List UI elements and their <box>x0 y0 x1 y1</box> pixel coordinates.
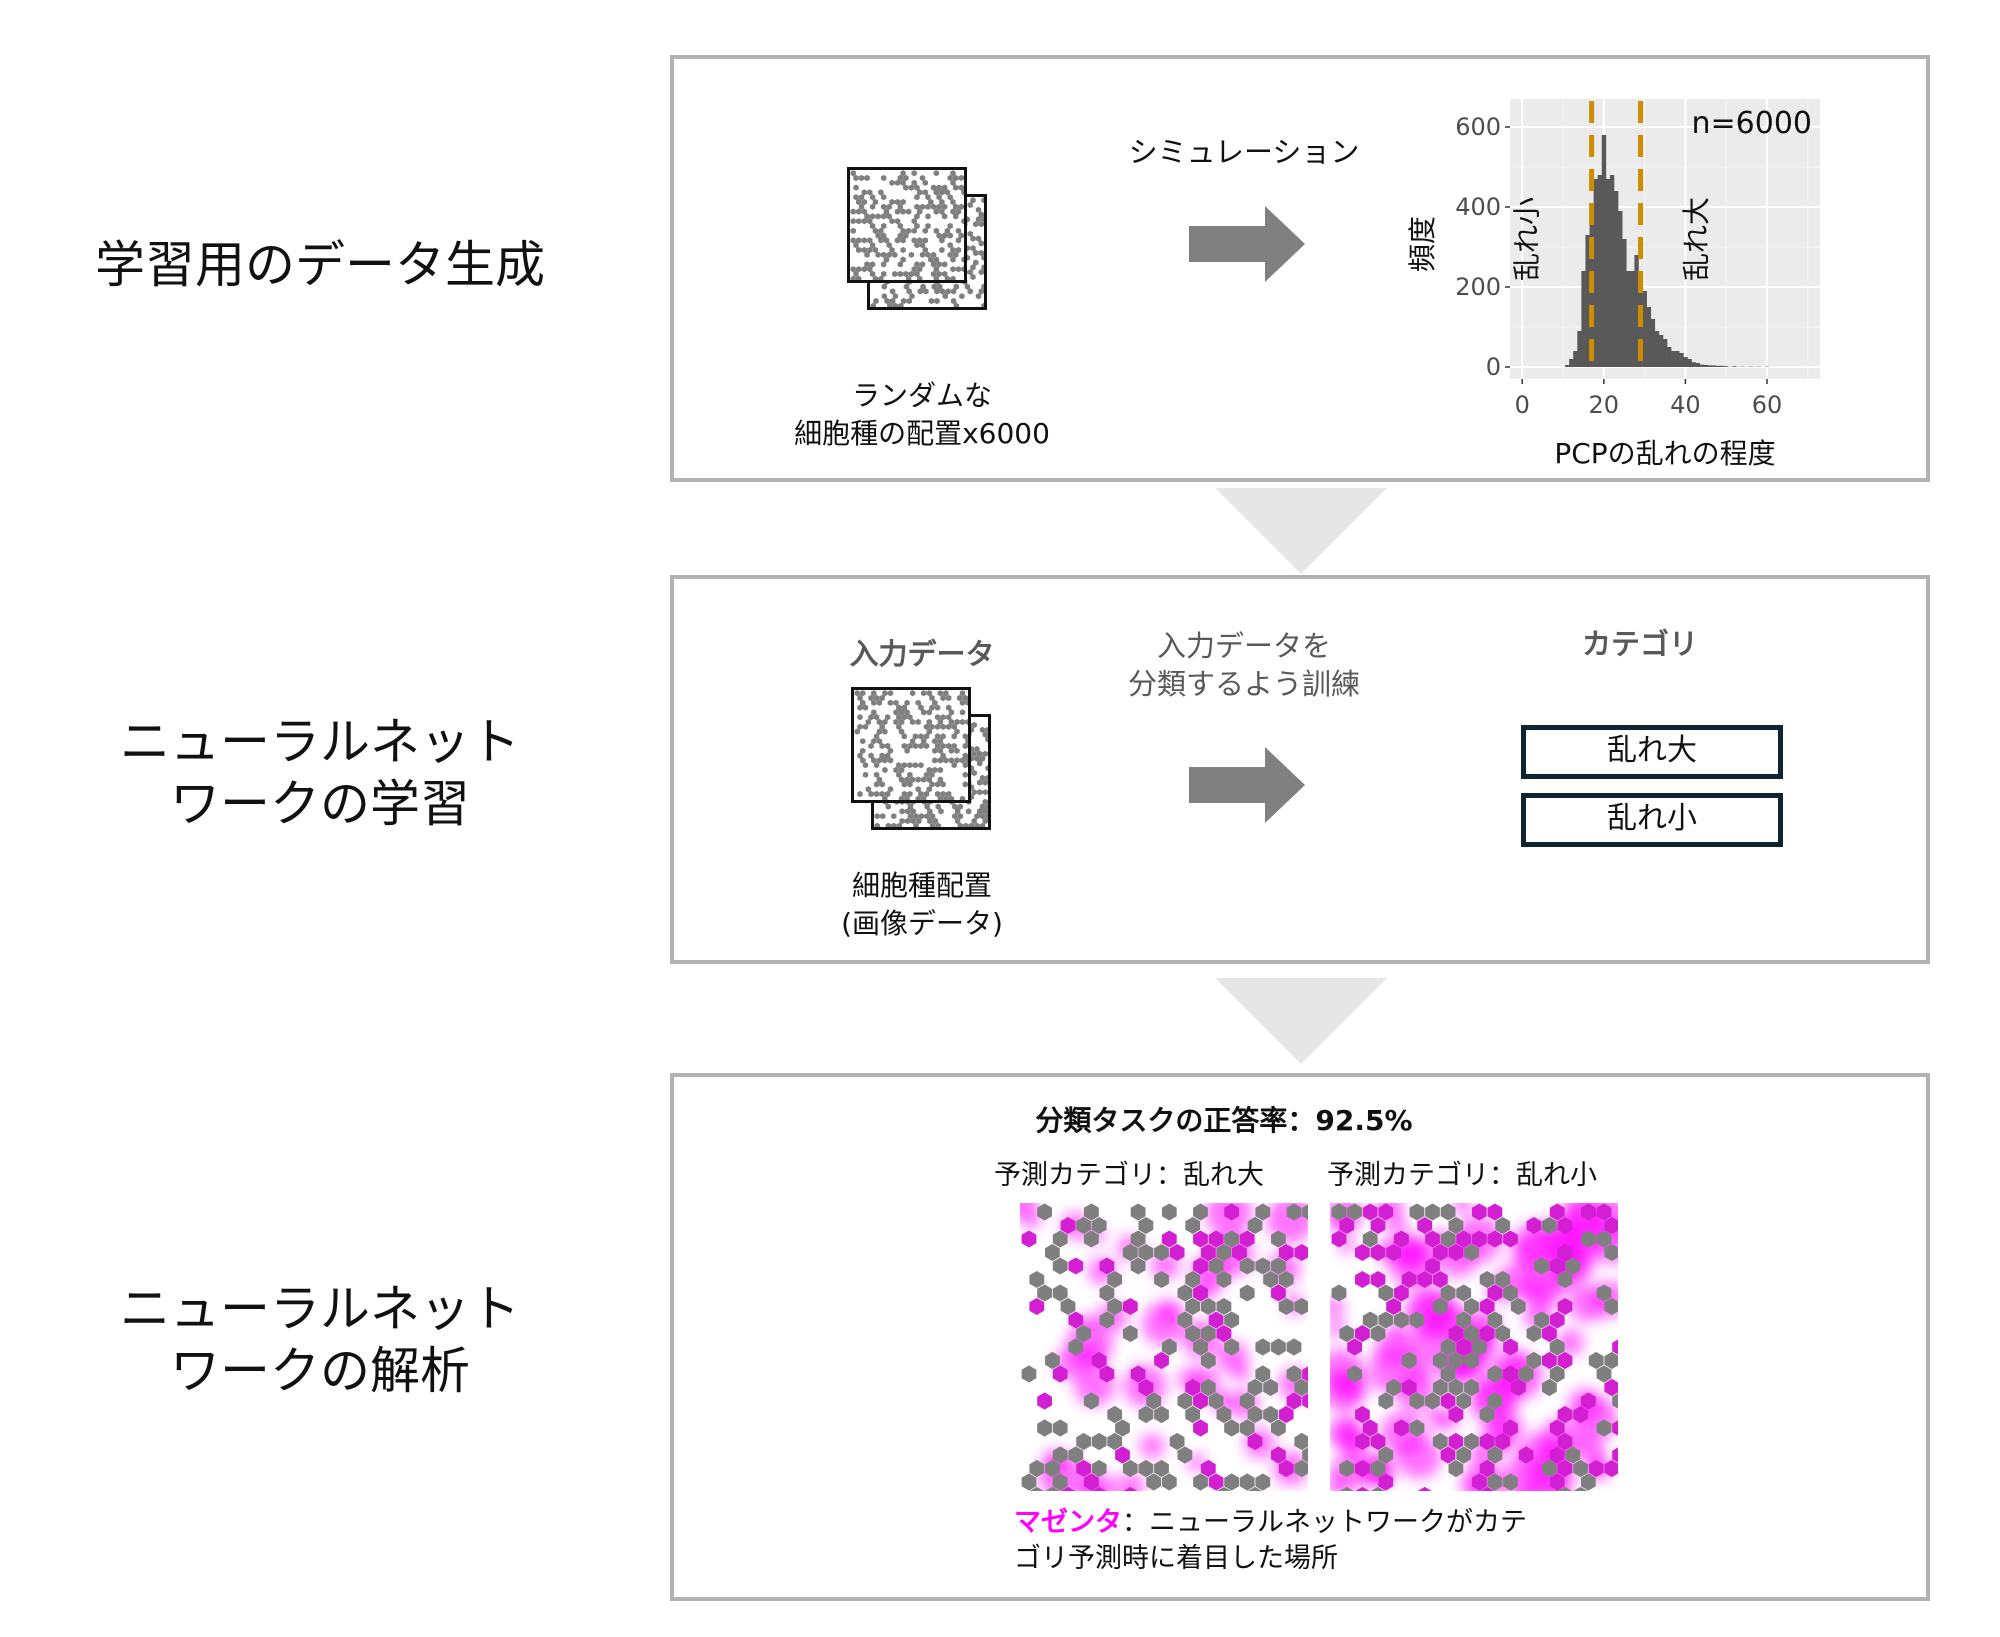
cell-image-front <box>847 167 967 283</box>
step-label-data-generation: 学習用のデータ生成 <box>40 234 600 296</box>
svg-text:n=6000: n=6000 <box>1692 106 1813 141</box>
attention-map-low-disorder <box>1330 1203 1618 1491</box>
svg-text:40: 40 <box>1670 391 1701 419</box>
input-data-heading: 入力データ <box>849 637 995 671</box>
attention-heatmap-svg <box>1020 1203 1308 1491</box>
panel-nn-training: 入力データ 細胞種配置 (画像データ) 入力データを 分類するよう訓練 カテゴリ… <box>670 575 1930 964</box>
svg-text:400: 400 <box>1455 193 1501 221</box>
svg-text:600: 600 <box>1455 113 1501 141</box>
down-arrow-icon <box>1215 488 1387 574</box>
step-label-line: ワークの学習 <box>170 775 470 833</box>
right-arrow-icon <box>1189 206 1305 282</box>
attention-map-high-disorder <box>1020 1203 1308 1491</box>
input-cell-arrangement-stack <box>851 687 991 833</box>
cell-image-front <box>851 687 971 803</box>
random-cell-arrangement-stack <box>847 167 987 313</box>
svg-text:頻度: 頻度 <box>1406 216 1439 272</box>
legend-line: ゴリ予測時に着目した場所 <box>1014 1543 1338 1574</box>
svg-text:乱れ小: 乱れ小 <box>1511 197 1544 281</box>
step-label-line: 学習用のデータ生成 <box>95 236 545 294</box>
magenta-legend: マゼンタ：ニューラルネットワークがカテ ゴリ予測時に着目した場所 <box>1014 1505 1654 1577</box>
step-label-line: ワークの解析 <box>170 1342 470 1400</box>
step-label-nn-training: ニューラルネット ワークの学習 <box>40 711 600 835</box>
input-caption: 細胞種配置 (画像データ) <box>772 867 1072 943</box>
caption-line: 細胞種の配置x6000 <box>794 417 1050 450</box>
cell-pattern-icon <box>854 690 968 800</box>
train-label: 入力データを 分類するよう訓練 <box>1094 627 1394 703</box>
down-arrow-icon <box>1215 978 1387 1064</box>
pred-label-high: 予測カテゴリ：乱れ大 <box>994 1160 1264 1191</box>
caption-line: ランダムな <box>851 379 992 412</box>
attention-heatmap-svg <box>1330 1203 1618 1491</box>
svg-text:0: 0 <box>1486 353 1501 381</box>
cell-pattern-icon <box>850 170 964 280</box>
svg-text:0: 0 <box>1515 391 1530 419</box>
svg-text:乱れ大: 乱れ大 <box>1680 197 1713 281</box>
legend-line: マゼンタ：ニューラルネットワークがカテ <box>1014 1505 1654 1541</box>
panel-nn-analysis: 分類タスクの正答率：92.5% 予測カテゴリ：乱れ大 予測カテゴリ：乱れ小 マゼ… <box>670 1073 1930 1601</box>
pred-label-low: 予測カテゴリ：乱れ小 <box>1327 1160 1597 1191</box>
svg-text:60: 60 <box>1752 391 1783 419</box>
caption-line: (画像データ) <box>841 907 1003 940</box>
svg-text:PCPの乱れの程度: PCPの乱れの程度 <box>1554 437 1775 470</box>
caption-line: 細胞種配置 <box>851 869 992 902</box>
svg-text:200: 200 <box>1455 273 1501 301</box>
step-label-nn-analysis: ニューラルネット ワークの解析 <box>40 1278 600 1402</box>
category-heading: カテゴリ <box>1581 627 1698 661</box>
simulation-label: シミュレーション <box>1128 135 1360 169</box>
category-box-high-disorder: 乱れ大 <box>1521 725 1783 779</box>
train-label-line: 入力データを <box>1156 629 1331 663</box>
legend-text: ：ニューラルネットワークがカテ <box>1122 1507 1527 1538</box>
input-caption: ランダムな 細胞種の配置x6000 <box>772 377 1072 453</box>
train-label-line: 分類するよう訓練 <box>1127 667 1360 701</box>
legend-keyword: マゼンタ <box>1014 1507 1122 1538</box>
category-box-low-disorder: 乱れ小 <box>1521 793 1783 847</box>
right-arrow-icon <box>1189 747 1305 823</box>
step-label-line: ニューラルネット <box>120 713 520 771</box>
step-label-line: ニューラルネット <box>120 1280 520 1338</box>
accuracy-title: 分類タスクの正答率：92.5% <box>1035 1104 1413 1137</box>
svg-text:20: 20 <box>1589 391 1620 419</box>
